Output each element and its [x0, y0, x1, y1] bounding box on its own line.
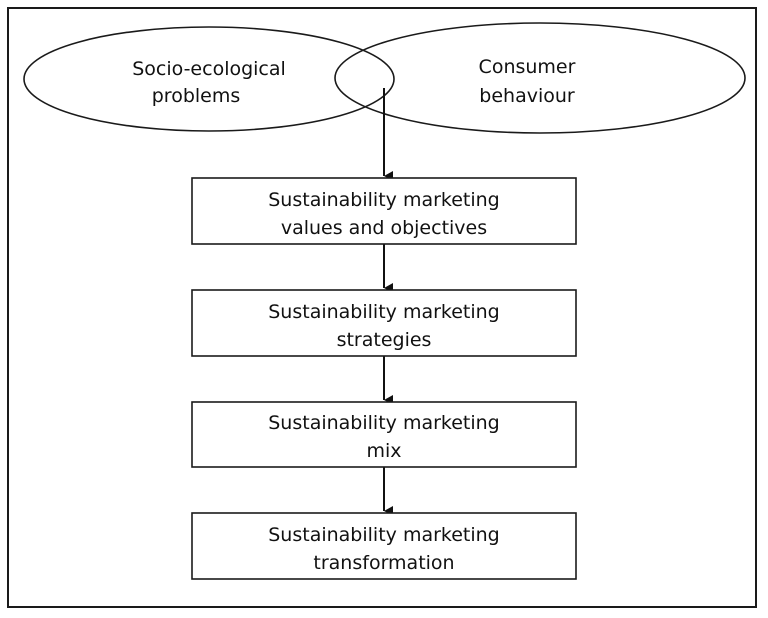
- right-ellipse-line2: behaviour: [479, 85, 575, 107]
- step-box-values-objectives: Sustainability marketing values and obje…: [191, 177, 577, 245]
- right-ellipse-line1: Consumer: [479, 56, 576, 78]
- left-ellipse-line1: Socio-ecological: [132, 58, 286, 80]
- step-2-line2: strategies: [337, 329, 432, 351]
- ellipse-socio-ecological-problems: [23, 26, 395, 132]
- step-4-line1: Sustainability marketing: [268, 524, 500, 546]
- step-box-transformation: Sustainability marketing transformation: [191, 512, 577, 580]
- step-4-line2: transformation: [313, 552, 454, 574]
- step-1-line1: Sustainability marketing: [268, 189, 500, 211]
- step-box-strategies: Sustainability marketing strategies: [191, 289, 577, 357]
- left-ellipse-line2: problems: [152, 85, 241, 107]
- step-box-mix: Sustainability marketing mix: [191, 401, 577, 468]
- step-3-line2: mix: [366, 440, 401, 462]
- step-2-line1: Sustainability marketing: [268, 301, 500, 323]
- step-1-line2: values and objectives: [281, 217, 487, 239]
- ellipse-consumer-behaviour: [334, 22, 746, 134]
- step-3-line1: Sustainability marketing: [268, 412, 500, 434]
